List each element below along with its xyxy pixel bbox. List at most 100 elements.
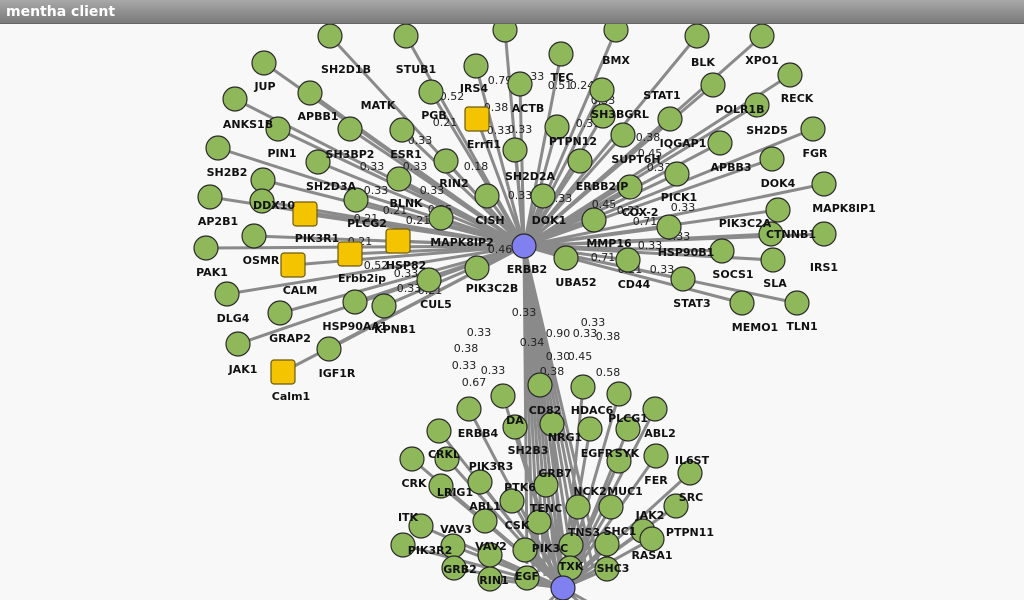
node-ptk6[interactable] [533,472,559,498]
node-apbb1[interactable] [297,80,323,106]
node-irs1[interactable] [811,221,837,247]
node-ap2b1[interactable] [197,184,223,210]
node-ctnnb1[interactable] [758,221,784,247]
node-nck2[interactable] [565,494,591,520]
node-cox-2[interactable] [617,174,643,200]
node-xpo1[interactable] [749,24,775,49]
node-pin1[interactable] [265,116,291,142]
node-cd44[interactable] [615,247,641,273]
hub-node-erbb2[interactable] [511,233,537,259]
node-blk[interactable] [684,24,710,49]
node-pik3c[interactable] [512,537,538,563]
node-polr1b[interactable] [700,72,726,98]
node-pik3r2[interactable] [390,532,416,558]
node-nrg1[interactable] [539,411,565,437]
node-pik3r1[interactable] [292,201,318,227]
node-hsp90b1[interactable] [656,214,682,240]
node-fer[interactable] [606,448,632,474]
node-plcg2[interactable] [343,187,369,213]
node-sh3bp2[interactable] [305,149,331,175]
node-pik3c2a[interactable] [765,197,791,223]
node-sh2b2[interactable] [205,135,231,161]
node-actb[interactable] [507,71,533,97]
node-muc1[interactable] [598,494,624,520]
node-rin1[interactable] [477,566,503,592]
node-egfr[interactable] [577,416,603,442]
node-anks1b[interactable] [222,86,248,112]
node-esr1[interactable] [389,117,415,143]
node-pik3c2b[interactable] [464,255,490,281]
node-ptpn12[interactable] [544,114,570,140]
node-mmp16[interactable] [581,207,607,233]
node-pgb[interactable] [418,79,444,105]
nodes-layer[interactable] [193,24,837,600]
node-matk[interactable] [337,116,363,142]
node-plcg1[interactable] [606,381,632,407]
node-supt6h[interactable] [610,122,636,148]
node-erbb2ip[interactable] [567,148,593,174]
node-fgr[interactable] [800,116,826,142]
node-sla[interactable] [760,247,786,273]
node-dlg4[interactable] [214,281,240,307]
node-tenc[interactable] [526,509,552,535]
node-src[interactable] [677,460,703,486]
node-itk[interactable] [408,513,434,539]
node-mapk8ip1[interactable] [811,171,837,197]
node-hsp82[interactable] [385,228,411,254]
node-dok1[interactable] [530,183,556,209]
node-hdac6[interactable] [570,374,596,400]
node-erbb2ip[interactable] [337,241,363,267]
node-igf1r[interactable] [316,336,342,362]
node-iqgap1[interactable] [657,106,683,132]
node-sh2d1b[interactable] [317,24,343,49]
node-reck[interactable] [777,62,803,88]
node-abl1[interactable] [472,508,498,534]
node-pick1[interactable] [664,161,690,187]
node-da[interactable] [490,383,516,409]
node-stat3[interactable] [670,266,696,292]
node-abl2[interactable] [642,396,668,422]
node-tln1[interactable] [784,290,810,316]
node-uba52[interactable] [553,245,579,271]
node-dok4[interactable] [759,146,785,172]
node-socs1[interactable] [709,238,735,264]
node-calm1[interactable] [270,359,296,385]
node-pik3r3[interactable] [434,446,460,472]
node-egf[interactable] [514,565,540,591]
node-blnk[interactable] [386,166,412,192]
node-mapk8ip2[interactable] [428,205,454,231]
node-jup[interactable] [251,50,277,76]
node-errfi1[interactable] [464,106,490,132]
node-syk[interactable] [615,416,641,442]
node-cul5[interactable] [416,267,442,293]
node-pak1[interactable] [193,235,219,261]
interaction-graph[interactable]: 0.520.790.330.510.240.330.210.380.330.33… [0,24,1024,600]
network-canvas[interactable]: 0.520.790.330.510.240.330.210.380.330.33… [0,24,1024,600]
node-rasa1[interactable] [639,526,665,552]
node-sh2d2a[interactable] [502,137,528,163]
node-sh2d3a[interactable] [250,167,276,193]
node-grap2[interactable] [267,300,293,326]
node-irs4[interactable] [463,53,489,79]
node-grb7[interactable] [467,469,493,495]
node-lrig1[interactable] [428,473,454,499]
node-jak1[interactable] [225,331,251,357]
node-sh3bgrl[interactable] [590,103,616,129]
node-apbb3[interactable] [707,130,733,156]
node-memo1[interactable] [729,290,755,316]
node-cd82[interactable] [527,372,553,398]
node-cish[interactable] [474,183,500,209]
node-csk[interactable] [499,488,525,514]
node-bmx[interactable] [603,24,629,43]
node-grb2[interactable] [441,555,467,581]
node-sh2[interactable] [492,24,518,43]
node-erbb4[interactable] [456,396,482,422]
node-osmr[interactable] [241,223,267,249]
node-il6st[interactable] [643,443,669,469]
node-rin2[interactable] [433,148,459,174]
node-hsp90aa1[interactable] [342,289,368,315]
node-stub1[interactable] [393,24,419,49]
node-ddx10[interactable] [249,188,275,214]
node-tec[interactable] [548,41,574,67]
node-crkl[interactable] [426,418,452,444]
